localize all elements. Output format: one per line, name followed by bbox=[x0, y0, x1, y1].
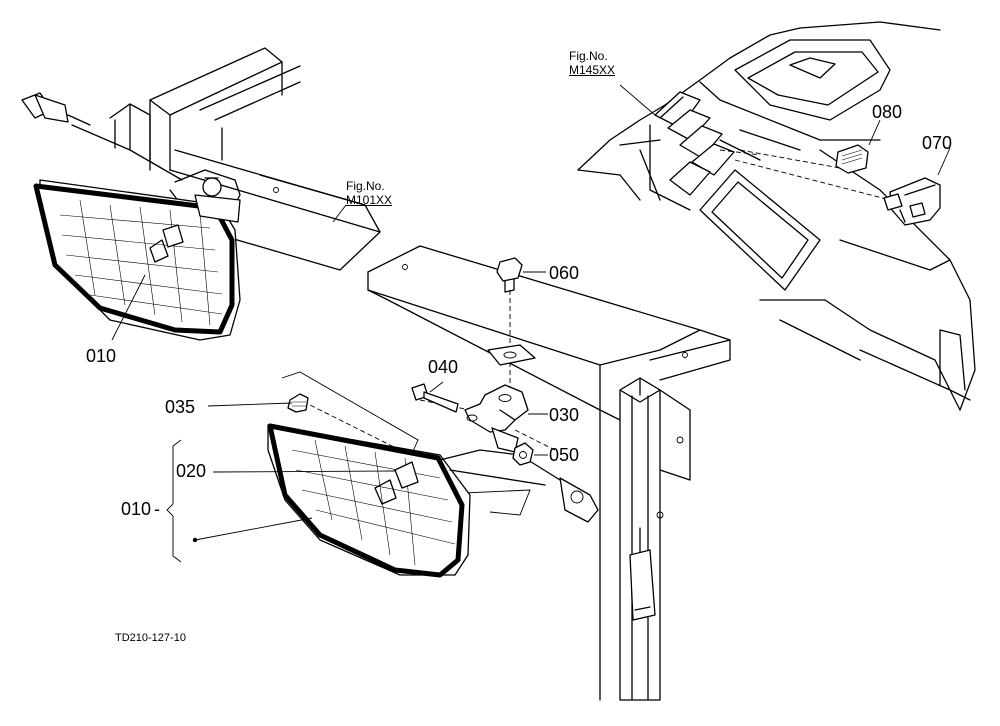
dashboard-housing bbox=[577, 21, 976, 411]
fig-ref-m145xx-line2: M145XX bbox=[569, 62, 616, 77]
fig-ref-m101xx-line1: Fig.No. bbox=[346, 179, 385, 193]
upper-cab-frame bbox=[109, 47, 381, 271]
part-label-035[interactable]: 035 bbox=[165, 397, 196, 417]
work-light-upper bbox=[21, 92, 241, 341]
part-label-030[interactable]: 030 bbox=[549, 405, 580, 425]
part-label-020[interactable]: 020 bbox=[176, 461, 207, 481]
part-label-080[interactable]: 080 bbox=[872, 102, 903, 122]
switch-parts bbox=[835, 144, 941, 226]
fig-ref-m145xx-line1: Fig.No. bbox=[569, 49, 608, 63]
cross-beam bbox=[367, 245, 731, 411]
vertical-post bbox=[599, 364, 691, 701]
hardware bbox=[287, 257, 536, 466]
part-label-060[interactable]: 060 bbox=[549, 263, 580, 283]
part-label-040[interactable]: 040 bbox=[428, 357, 459, 377]
drawing-code: TD210-127-10 bbox=[115, 632, 186, 644]
part-label-010-dash: - bbox=[154, 499, 160, 519]
part-label-050[interactable]: 050 bbox=[549, 445, 580, 465]
part-label-010-group[interactable]: 010 bbox=[121, 499, 152, 519]
leader-lines bbox=[111, 84, 951, 563]
part-label-070[interactable]: 070 bbox=[922, 133, 953, 153]
work-light-lower bbox=[267, 371, 599, 578]
fig-ref-m101xx[interactable]: Fig.No. M101XX bbox=[346, 179, 393, 208]
fig-ref-m101xx-line2: M101XX bbox=[346, 192, 393, 207]
part-label-010-upper[interactable]: 010 bbox=[86, 346, 117, 366]
fig-ref-m145xx[interactable]: Fig.No. M145XX bbox=[569, 49, 616, 78]
